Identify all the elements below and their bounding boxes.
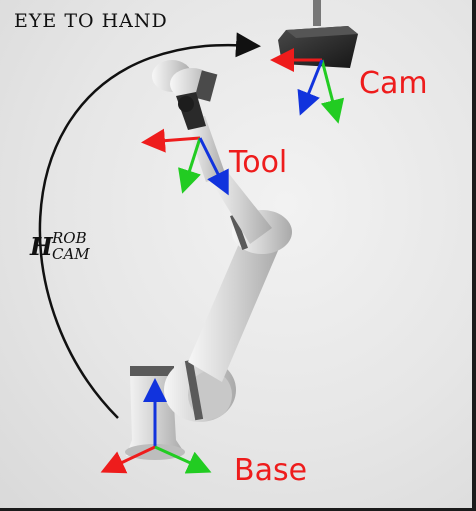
- frame-border-right: [472, 0, 476, 511]
- tool-label: Tool: [229, 145, 288, 180]
- transform-superscript: ROB: [52, 229, 87, 247]
- frame-border-bottom: [0, 508, 476, 511]
- transform-arc: [38, 32, 261, 419]
- diagram-title: EYE TO HAND: [14, 10, 168, 32]
- transform-symbol: H: [30, 232, 53, 261]
- transform-subscript: CAM: [52, 245, 90, 263]
- base-label: Base: [234, 453, 308, 488]
- tool-frame-axes: [141, 128, 229, 196]
- camera: [278, 0, 358, 68]
- cam-frame-axes: [270, 48, 345, 124]
- base-frame-axes: [100, 378, 212, 474]
- robot-arm: [125, 60, 292, 460]
- cam-label: Cam: [359, 66, 428, 101]
- transform-label: H ROB CAM: [30, 230, 90, 262]
